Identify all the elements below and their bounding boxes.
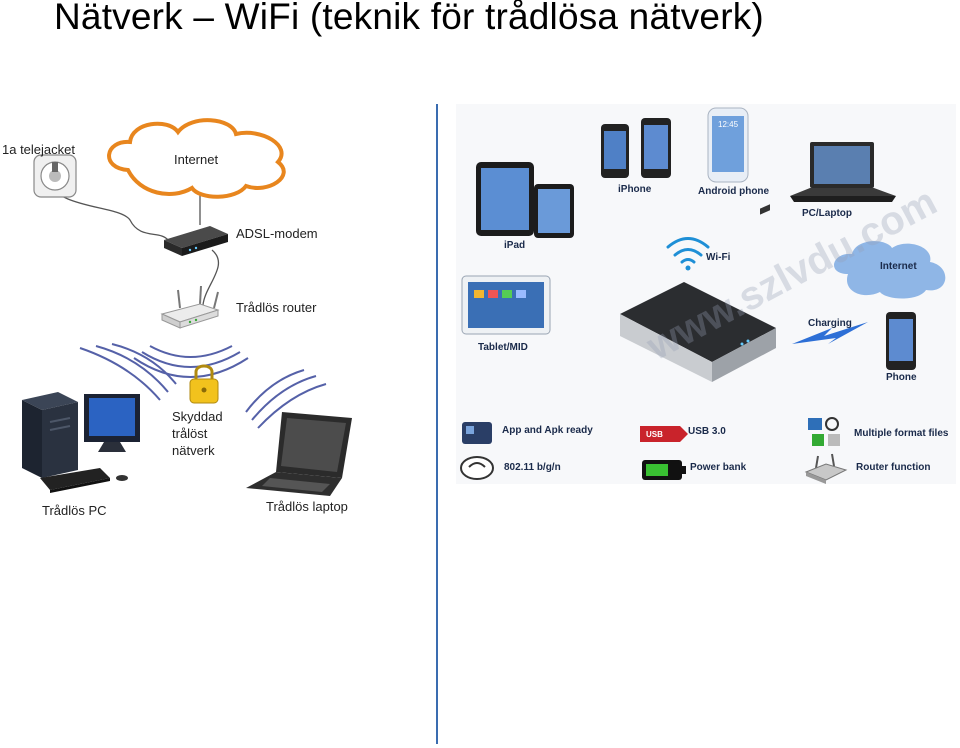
router-label: Trådlös router [236, 300, 317, 315]
wireless-router-icon [160, 285, 220, 329]
charging-bolt-icon [792, 322, 868, 344]
product-diagram: iPhone Android phone PC/Laptop iPad Wi-F… [456, 104, 956, 484]
product-illustration [460, 107, 946, 484]
iphone-icon [601, 118, 671, 178]
pc-laptop-label: PC/Laptop [802, 208, 852, 219]
app-ready-label: App and Apk ready [502, 425, 593, 436]
tablet-icon [461, 275, 551, 335]
pc-label: Trådlös PC [42, 503, 107, 518]
wifi-standard-icon [460, 456, 494, 480]
usb-badge-text: USB [646, 430, 663, 439]
laptop-label: Trådlös laptop [266, 499, 348, 514]
network-diagram [22, 118, 352, 496]
secure-line-2: trålöst [172, 426, 208, 441]
formats-label: Multiple format files [854, 428, 949, 439]
padlock-icon [189, 364, 219, 404]
laptop-icon [246, 412, 352, 496]
modem-router-cable [202, 249, 220, 306]
tablet-label: Tablet/MID [478, 342, 528, 353]
modem-label: ADSL-modem [236, 226, 318, 241]
secure-network-label: Skyddad trålöst nätverk [172, 408, 223, 459]
desktop-pc-icon [22, 392, 140, 493]
screen-time: 12:45 [718, 120, 739, 129]
wifi-logo-icon [666, 237, 710, 271]
android-label: Android phone [698, 186, 770, 197]
iphone-label: iPhone [618, 184, 652, 195]
ipad-label: iPad [504, 240, 526, 251]
secure-line-3: nätverk [172, 443, 215, 458]
router-function-icon [804, 453, 848, 484]
android-phone-icon [707, 107, 749, 183]
secure-line-1: Skyddad [172, 409, 223, 424]
divider-line [436, 104, 438, 744]
multiple-format-icon [808, 417, 840, 446]
power-bank-label: Power bank [690, 462, 747, 473]
wifi-signal-arcs [79, 343, 327, 429]
internet-label: Internet [174, 152, 219, 167]
usb-label: USB 3.0 [688, 426, 726, 437]
page-title: Nätverk – WiFi (teknik för trådlösa nätv… [54, 0, 764, 37]
internet-label-right: Internet [880, 261, 917, 272]
wall-socket-icon [33, 154, 77, 198]
internet-cloud [107, 118, 286, 199]
wifi-label: Wi-Fi [706, 252, 731, 263]
wifi-storage-device-icon [620, 204, 776, 382]
phone-icon [886, 312, 916, 370]
pc-laptop-icon [790, 142, 896, 202]
wifi-standard-label: 802.11 b/g/n [504, 462, 561, 473]
charging-label: Charging [808, 318, 852, 329]
telejack-label: 1a telejacket [2, 142, 75, 157]
app-store-icon [462, 422, 492, 444]
power-bank-icon [642, 460, 686, 480]
ipad-icon [476, 162, 574, 238]
adsl-modem-icon [164, 226, 228, 256]
phone-label: Phone [886, 372, 917, 383]
router-function-label: Router function [856, 462, 931, 473]
usb3-icon [640, 426, 688, 442]
internet-cloud-right [834, 241, 946, 299]
